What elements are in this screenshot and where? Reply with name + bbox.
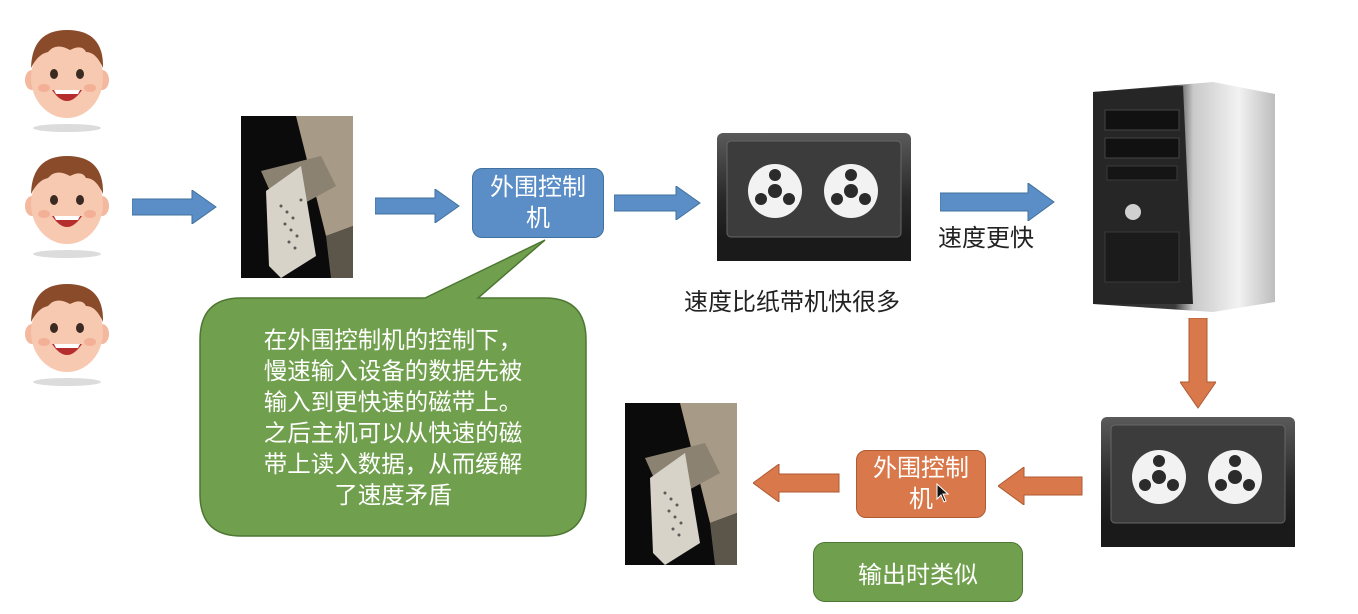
output-peripheral-controller: 外围控制机 [856,450,986,518]
callout-explanation: 在外围控制机的控制下， 慢速输入设备的数据先被 输入到更快速的磁带上。 之后主机… [200,300,586,536]
smiling-person-icon [22,148,112,258]
input-tape-drive [717,133,911,261]
input-peripheral-controller: 外围控制机 [472,168,604,238]
output-controller-label: 外围控制机 [873,454,969,513]
output-note-text: 输出时类似 [858,560,978,589]
callout-line: 带上读入数据，从而缓解 [263,450,523,478]
host-computer-image [1093,82,1275,312]
arrow-controller-to-output-device [753,464,840,502]
callout-line: 在外围控制机的控制下， [263,326,523,354]
arrow-output-tape-to-controller [998,467,1083,505]
output-similar-note: 输出时类似 [813,542,1023,602]
callout-line: 慢速输入设备的数据先被 [263,357,523,385]
arrow-host-to-output-tape [1180,318,1216,409]
input-controller-label: 外围控制机 [490,173,586,232]
callout-bubble-shape [199,239,587,537]
callout-line: 之后主机可以从快速的磁 [263,419,523,447]
faster-speed-caption: 速度更快 [938,224,1034,252]
arrow-paper-tape-to-controller [375,189,460,223]
callout-line: 了速度矛盾 [334,481,452,509]
arrow-tape-to-host [940,183,1055,221]
arrow-users-to-paper-tape [132,190,217,224]
paper-tape-machine-image [241,116,353,278]
smiling-person-icon [22,276,112,386]
output-tape-drive [1101,417,1295,547]
mouse-cursor-icon [936,483,950,503]
arrow-controller-to-tape [614,186,701,220]
tape-speed-caption: 速度比纸带机快很多 [684,288,900,316]
callout-line: 输入到更快速的磁带上。 [263,388,523,416]
output-paper-tape-machine-image [625,403,737,565]
smiling-person-icon [22,22,112,132]
